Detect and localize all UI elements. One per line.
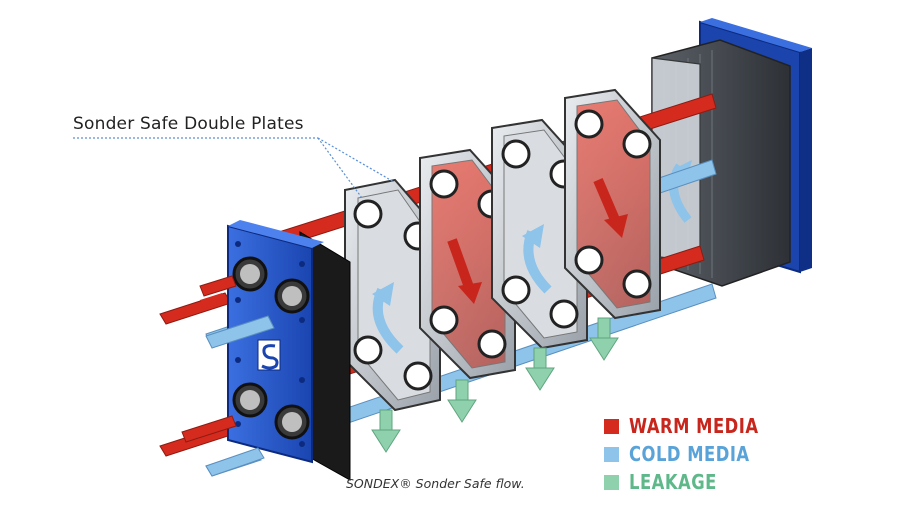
legend-swatch-warm bbox=[604, 418, 619, 434]
leakage-arrow bbox=[447, 379, 477, 423]
legend-item-leakage: LEAKAGE bbox=[604, 468, 787, 496]
leakage-arrows bbox=[371, 317, 619, 453]
legend: WARM MEDIA COLD MEDIA LEAKAGE bbox=[604, 412, 787, 496]
port-upper-left bbox=[232, 256, 268, 292]
plate-pack bbox=[651, 39, 791, 287]
legend-swatch-cold bbox=[604, 446, 619, 462]
double-plate-4 bbox=[564, 88, 661, 320]
leakage-arrow bbox=[589, 317, 619, 361]
legend-swatch-leakage bbox=[604, 474, 619, 490]
legend-label-warm: WARM MEDIA bbox=[629, 414, 759, 438]
warm-media-inlet-arrow bbox=[181, 275, 237, 443]
callout-leader bbox=[73, 137, 395, 199]
sondex-s-logo bbox=[257, 339, 281, 371]
leakage-arrow bbox=[371, 409, 401, 453]
double-plate-1 bbox=[344, 178, 441, 412]
legend-item-warm-media: WARM MEDIA bbox=[604, 412, 787, 440]
legend-label-leakage: LEAKAGE bbox=[629, 470, 717, 494]
port-lower-left bbox=[232, 382, 268, 418]
front-frame-plate bbox=[227, 220, 351, 481]
legend-item-cold-media: COLD MEDIA bbox=[604, 440, 787, 468]
callout-label: Sonder Safe Double Plates bbox=[73, 114, 304, 134]
port-lower-right bbox=[274, 404, 310, 440]
figure-caption: SONDEX® Sonder Safe flow. bbox=[346, 476, 525, 491]
port-upper-right bbox=[274, 278, 310, 314]
legend-label-cold: COLD MEDIA bbox=[629, 442, 750, 466]
cold-media-inlet-arrow bbox=[205, 315, 275, 477]
leakage-arrow bbox=[525, 347, 555, 391]
